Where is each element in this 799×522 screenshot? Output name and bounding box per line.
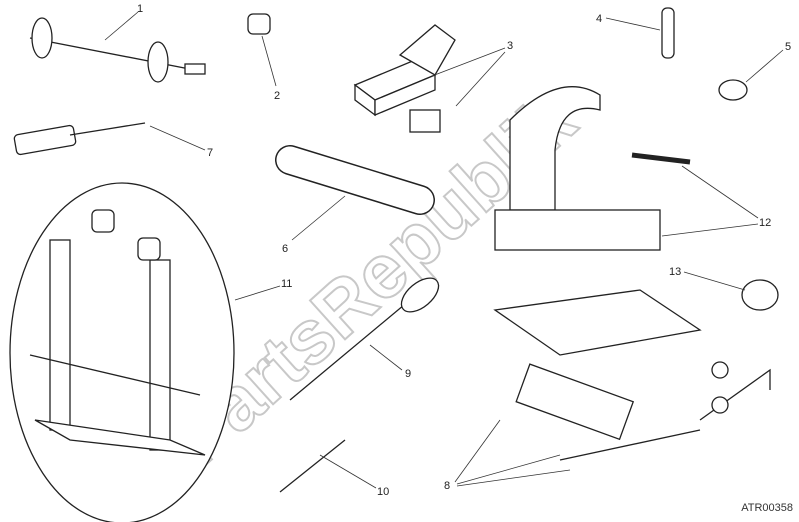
part-11-wheel-truing-stand <box>9 182 235 522</box>
part-10-wrench <box>279 439 346 493</box>
callout-13: 13 <box>669 266 681 278</box>
callout-12: 12 <box>759 217 771 229</box>
callout-3: 3 <box>507 40 513 52</box>
part-7-adapter <box>13 122 146 156</box>
part-2-bushing <box>247 13 271 35</box>
part-1-wheel-balancer-axle <box>29 17 206 83</box>
diagram-code: ATR00358 <box>741 502 793 514</box>
callout-1: 1 <box>137 3 143 15</box>
callout-5: 5 <box>785 41 791 53</box>
callout-7: 7 <box>207 147 213 159</box>
part-12-rear-stand-fixture <box>494 86 691 251</box>
part-3-tool-case <box>353 24 456 133</box>
part-13-ring-nut-tool <box>741 279 779 311</box>
callout-6: 6 <box>282 243 288 255</box>
part-9-extractor <box>289 277 440 401</box>
part-5-cap <box>718 79 748 101</box>
callout-11: 11 <box>281 278 292 290</box>
callout-9: 9 <box>405 368 411 380</box>
callout-8: 8 <box>444 480 450 492</box>
leader-lines <box>104 11 784 489</box>
callout-4: 4 <box>596 13 602 25</box>
part-4-pin <box>661 7 675 59</box>
callout-2: 2 <box>274 90 280 102</box>
callout-10: 10 <box>377 486 389 498</box>
part-8-jack <box>493 289 771 461</box>
